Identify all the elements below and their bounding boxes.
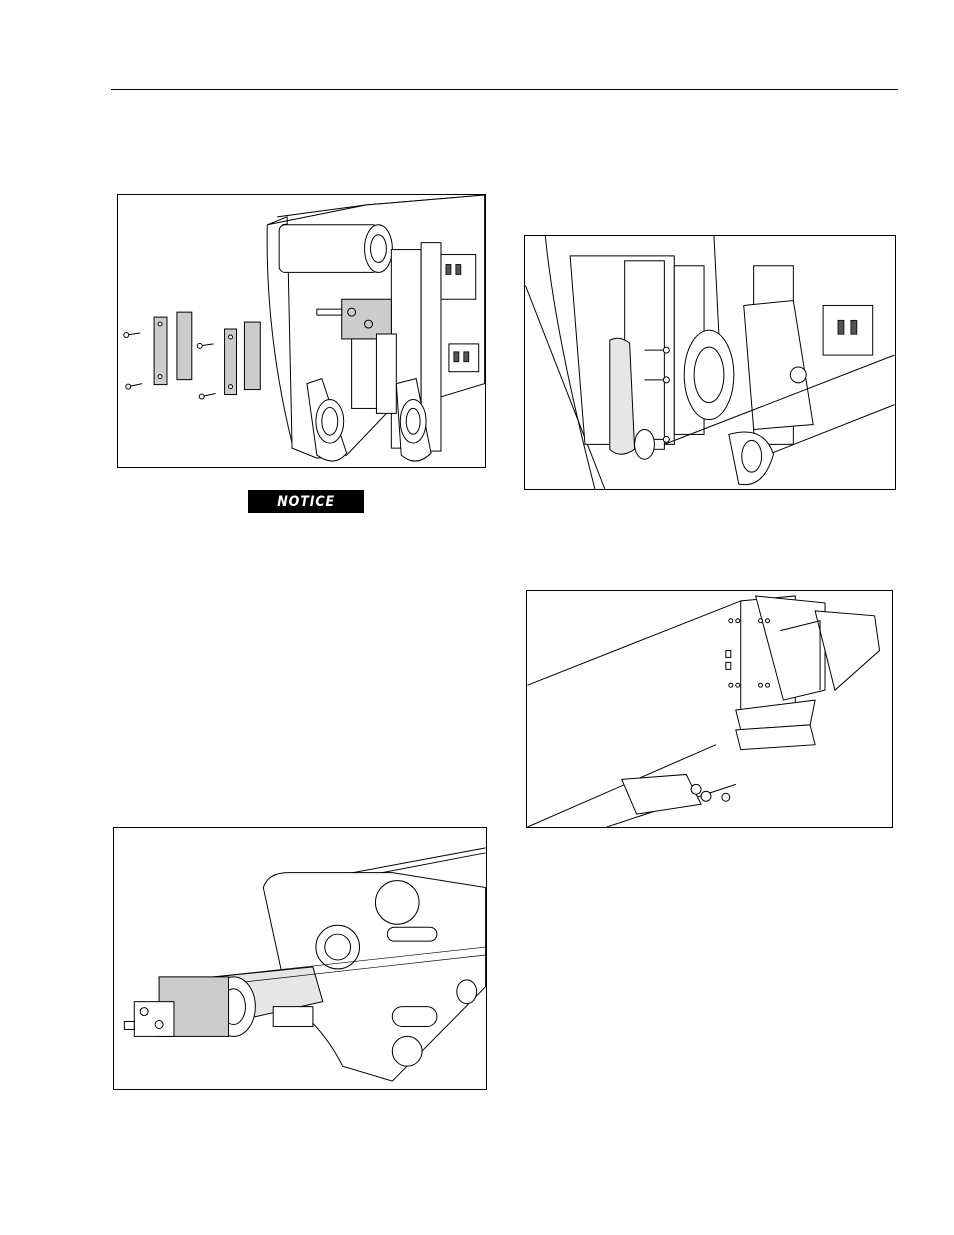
figure-boom-bracket [526, 590, 893, 828]
boom-section-bracket-illustration [527, 591, 892, 827]
notice-label: NOTICE [277, 494, 335, 510]
figure-telescope-cylinder [113, 827, 487, 1090]
boom-wear-pad-removal-illustration [118, 195, 485, 467]
boom-sheave-wear-pad-illustration [525, 236, 895, 489]
notice-badge: NOTICE [248, 490, 364, 513]
telescope-cylinder-boom-head-illustration [114, 828, 486, 1089]
header-rule [111, 89, 898, 90]
figure-wear-pads [117, 194, 486, 468]
figure-sheave-wear-pad [524, 235, 896, 490]
